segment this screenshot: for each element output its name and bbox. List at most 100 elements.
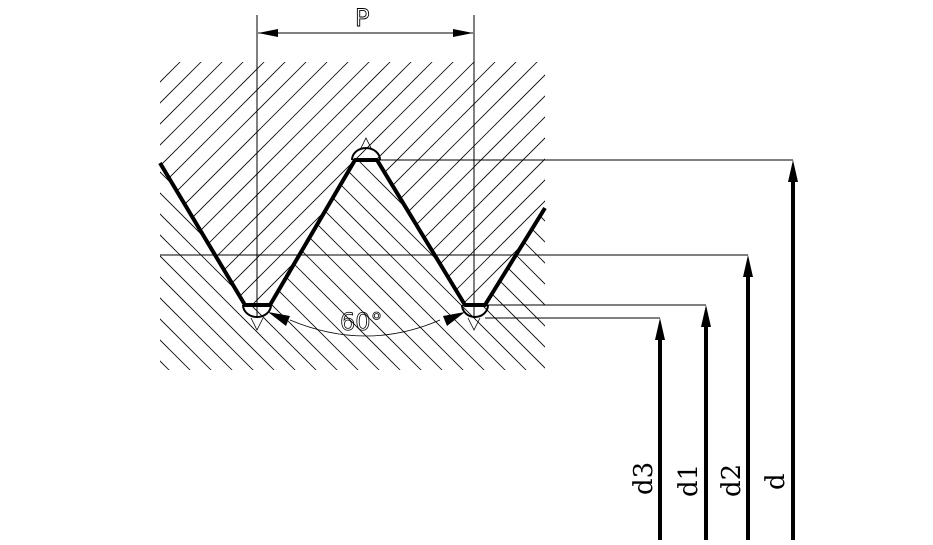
- hatch-line: [470, 160, 545, 370]
- hatch-line: [197, 160, 545, 370]
- extension-lines: [160, 15, 793, 319]
- hatch-line: [913, 0, 933, 400]
- angle-arc: [289, 319, 441, 337]
- sharp-vertex-marks: [250, 137, 481, 331]
- hatch-line: [850, 0, 933, 400]
- hatch-line: [160, 62, 348, 305]
- hatch-line: [724, 0, 933, 400]
- hatch-line: [219, 62, 545, 305]
- hatch-line: [0, 0, 10, 400]
- hatch-line: [160, 62, 516, 305]
- hatch-line: [386, 160, 545, 370]
- hatch-line: [160, 160, 536, 370]
- hatch-line: [160, 160, 410, 370]
- hatch-line: [345, 62, 545, 305]
- hatch-line: [160, 62, 545, 305]
- hatch-line: [871, 0, 933, 400]
- hatch-line: [160, 62, 390, 305]
- hatch-line: [160, 160, 200, 370]
- hatch-line: [160, 62, 327, 305]
- hatch-line: [160, 160, 368, 370]
- hatch-line: [0, 0, 52, 400]
- hatch-line: [160, 160, 179, 370]
- hatch-line: [324, 62, 545, 305]
- hatch-line: [281, 160, 545, 370]
- hatch-line: [160, 62, 453, 305]
- hatch-line: [239, 160, 545, 370]
- angle-arrow-left: [268, 312, 290, 326]
- hatch-line: [0, 0, 115, 400]
- hatch-line: [449, 160, 545, 370]
- hatch-line: [160, 160, 305, 370]
- hatch-line: [513, 62, 545, 305]
- label-d2: d2: [717, 464, 747, 497]
- hatch-line: [556, 0, 933, 400]
- hatch-line: [160, 62, 306, 305]
- hatch-line: [160, 62, 432, 305]
- hatch-line: [597, 0, 933, 400]
- hatch-line: [0, 0, 136, 400]
- hatch-line: [282, 62, 545, 305]
- hatch-line: [160, 160, 326, 370]
- hatch-line: [160, 160, 347, 370]
- hatch-line: [577, 0, 933, 400]
- hatch-line: [160, 62, 201, 305]
- hatch-line: [512, 160, 545, 370]
- hatch-line: [344, 160, 545, 370]
- hatch-line: [302, 160, 545, 370]
- label-d1: d1: [674, 464, 704, 497]
- rounded-crest-root-arcs: [242, 147, 489, 318]
- hatch-line: [892, 0, 933, 400]
- hatch-line: [555, 0, 933, 400]
- hatch-line: [598, 0, 933, 400]
- hatch-line: [160, 160, 452, 370]
- hatch-line: [808, 0, 933, 400]
- hatch-line: [387, 62, 545, 305]
- angle-label: 60°: [340, 308, 383, 336]
- label-d3: d3: [629, 462, 659, 495]
- thread-profile: [158, 158, 547, 307]
- hatch-line: [471, 62, 545, 305]
- pitch-label: P: [355, 4, 369, 32]
- hatch-line: [160, 160, 545, 370]
- hatch-line: [429, 62, 545, 305]
- hatch-line: [160, 62, 411, 305]
- hatch-line: [703, 0, 933, 400]
- hatch-line: [829, 0, 933, 400]
- hatch-line: [619, 0, 933, 400]
- angle-arrow-right: [443, 312, 465, 326]
- hatch-line: [160, 62, 264, 305]
- hatch-line: [492, 62, 545, 305]
- hatch-line: [240, 62, 545, 305]
- hatch-line: [160, 62, 222, 305]
- hatch-line: [534, 62, 545, 305]
- label-d: d: [761, 473, 791, 490]
- hatch-line: [787, 0, 933, 400]
- hatch-line: [160, 160, 221, 370]
- hatch-line: [177, 62, 545, 305]
- hatch-line: [745, 0, 933, 400]
- hatch-line: [160, 62, 474, 305]
- hatch-line: [160, 160, 494, 370]
- hatch-line: [218, 160, 545, 370]
- hatch-line: [640, 0, 933, 400]
- hatch-line: [160, 160, 242, 370]
- hatch-line: [260, 160, 545, 370]
- hatch-line: [0, 0, 94, 400]
- diameter-arrows: [658, 180, 795, 540]
- hatch-line: [661, 0, 933, 400]
- hatch-line: [160, 62, 537, 305]
- hatch-line: [533, 160, 545, 370]
- hatch-line: [160, 160, 515, 370]
- hatch-line: [0, 0, 73, 400]
- hatch-line: [0, 0, 157, 400]
- hatch-line: [682, 0, 933, 400]
- hatch-line: [0, 0, 31, 400]
- hatch-line: [261, 62, 545, 305]
- hatch-line: [160, 62, 243, 305]
- diameter-arrowheads: [655, 160, 798, 340]
- hatch-line: [160, 160, 263, 370]
- hatch-line: [160, 160, 284, 370]
- hatch-line: [303, 62, 545, 305]
